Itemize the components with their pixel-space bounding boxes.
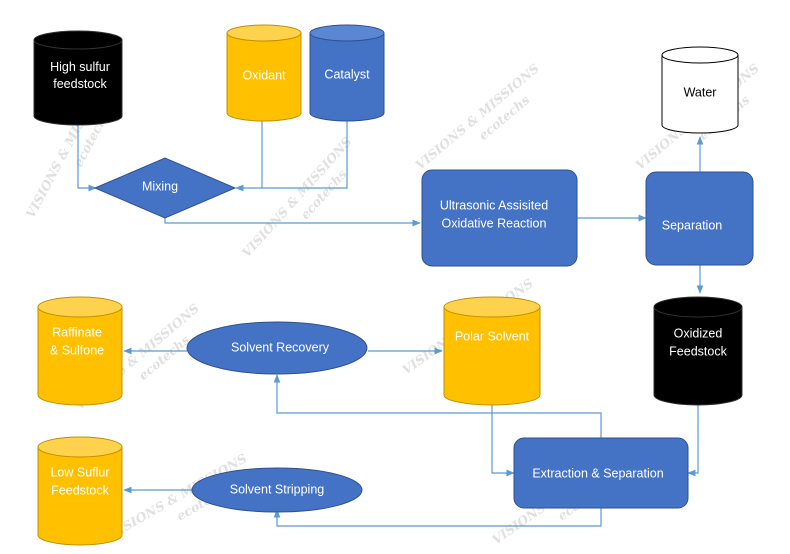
ultrasonic-reaction-label-line-1: Ultrasonic Assisited <box>440 198 548 212</box>
extraction-separation-box <box>513 437 689 509</box>
raffinate-sulfone-label-line-1: Raffinate <box>52 325 102 339</box>
connector-extraction-to-stripping <box>273 508 602 527</box>
separation-label: Separation <box>662 218 723 232</box>
connector-oxidant-to-mixing <box>235 117 263 192</box>
connector-catalyst-to-mixing <box>262 117 348 189</box>
solvent-recovery-ellipse <box>186 321 368 375</box>
catalyst-label: Catalyst <box>324 67 370 81</box>
high-sulfur-feedstock-cylinder <box>33 30 123 126</box>
oxidized-feedstock-label-line-1: Oxidized <box>674 326 723 340</box>
watermark-text: VISIONS & MISSIONS <box>412 61 541 173</box>
high-sulfur-feedstock-label-line-2: feedstock <box>53 77 107 91</box>
solvent-recovery-label: Solvent Recovery <box>231 340 330 354</box>
raffinate-sulfone-cylinder <box>37 296 123 406</box>
mixing-decision <box>93 157 237 219</box>
oxidized-feedstock-cylinder <box>653 296 743 406</box>
catalyst-cylinder <box>309 24 385 122</box>
solvent-stripping-label: Solvent Stripping <box>230 482 325 496</box>
water-label: Water <box>684 85 717 99</box>
high-sulfur-feedstock-label-line-1: High sulfur <box>50 60 110 74</box>
low-sulfur-feedstock-label-line-1: Low Suflur <box>50 465 109 479</box>
connector-oxidized-to-extraction <box>687 404 699 477</box>
connector-extraction-to-recovery <box>273 374 602 438</box>
connector-polar-to-extraction <box>491 403 515 477</box>
separation-box <box>645 171 754 266</box>
connector-mixing-to-reaction <box>164 218 421 227</box>
oxidized-feedstock-label-line-2: Feedstock <box>669 344 727 358</box>
polar-solvent-cylinder <box>443 296 541 406</box>
oxidant-cylinder <box>226 24 302 122</box>
mixing-label: Mixing <box>142 179 178 193</box>
ultrasonic-reaction-label-line-2: Oxidative Reaction <box>442 216 547 230</box>
connector-lines <box>77 117 704 527</box>
water-cylinder <box>661 46 739 134</box>
watermark-text: VISIONS & MISSIONS <box>239 134 355 260</box>
low-sulfur-feedstock-cylinder <box>37 436 123 546</box>
extraction-separation-label: Extraction & Separation <box>532 466 663 480</box>
connector-feedstock-to-mixing <box>77 124 97 192</box>
solvent-stripping-ellipse <box>191 467 363 513</box>
oxidant-label: Oxidant <box>242 68 286 82</box>
raffinate-sulfone-label-line-2: & Sulfone <box>50 343 104 357</box>
low-sulfur-feedstock-label-line-2: Feedstock <box>51 483 109 497</box>
ultrasonic-reaction-box <box>421 169 578 267</box>
polar-solvent-label: Polar Solvent <box>455 329 530 343</box>
